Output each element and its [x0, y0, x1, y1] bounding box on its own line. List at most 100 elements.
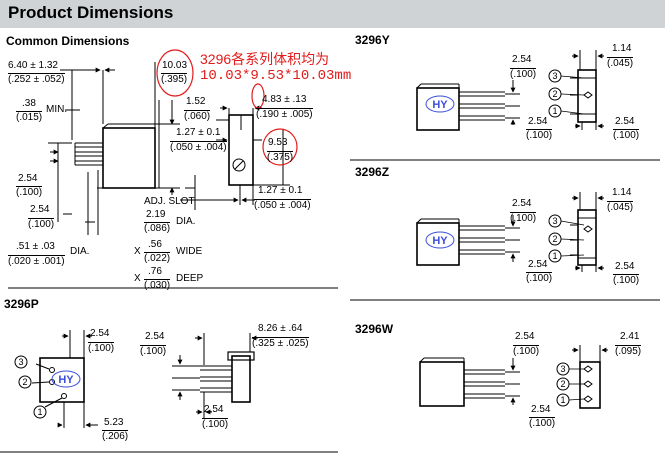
z-dim-3-inch: (.100) [613, 274, 640, 286]
header-bar [0, 0, 665, 28]
min-label: MIN. [46, 104, 68, 115]
w-dim-1-inch: (.100) [513, 345, 540, 357]
note-line-2: 10.03*9.53*10.03mm [200, 68, 352, 84]
pin-length-value-inch: (.060) [184, 110, 211, 122]
pitch2-value: 2.54 [30, 204, 50, 215]
svg-text:HY: HY [432, 99, 448, 111]
z-dim-2: 2.54 [528, 259, 548, 270]
min-value: .38 [22, 98, 36, 109]
p-dim-2-inch: (.206) [102, 430, 129, 442]
pitch-value: 2.54 [18, 173, 38, 184]
z-dim-1-inch: (.100) [510, 212, 537, 224]
length-value: 6.40 ± 1.32 [8, 60, 58, 71]
note-line-1: 3296各系列体积均为 [200, 51, 330, 67]
p-dim-1: 2.54 [90, 328, 110, 339]
height-value: 10.03 [162, 60, 188, 71]
slot-wide-value: .56 [148, 239, 162, 250]
y-dim-1-inch: (.100) [510, 68, 537, 80]
svg-text:1: 1 [552, 106, 557, 116]
w-title: 3296W [355, 322, 394, 336]
slot-deep-label: DEEP [176, 273, 204, 284]
slot-offset-value-inch: (.050 ± .004) [170, 141, 227, 153]
svg-text:2: 2 [560, 379, 565, 389]
svg-text:3: 3 [18, 357, 23, 367]
body-width-value-inch: (.190 ± .005) [256, 108, 313, 120]
section-dividers [0, 159, 660, 453]
svg-text:1: 1 [560, 395, 565, 405]
z-dim-1: 2.54 [512, 198, 532, 209]
hy-logo: HY HY HY [51, 95, 455, 388]
body-width-value: 4.83 ± .13 [262, 94, 307, 105]
common-dimensions-title: Common Dimensions [6, 34, 130, 48]
slot-dia-label: DIA. [176, 216, 196, 227]
pin-offset-value-inch: (.050 ± .004) [254, 199, 311, 211]
slot-wide-label: WIDE [176, 246, 203, 257]
red-annotations [156, 49, 298, 166]
length-value-inch: (.252 ± .052) [8, 73, 65, 85]
depth-value-inch: (.375) [267, 151, 294, 163]
z-dim-3: 2.54 [615, 261, 635, 272]
svg-text:1: 1 [552, 251, 557, 261]
w-dim-1: 2.54 [515, 331, 535, 342]
z-width-inch: (.045) [607, 201, 634, 213]
p-dim-2: 5.23 [104, 417, 124, 428]
w-dim-2-inch: (.095) [615, 345, 642, 357]
y-dim-3: 2.54 [615, 116, 635, 127]
y-dim-3-inch: (.100) [613, 129, 640, 141]
svg-text:3: 3 [552, 71, 557, 81]
p-figure [31, 330, 258, 428]
common-dimensions-figure [48, 62, 180, 235]
pin-dia-label: DIA. [70, 246, 90, 257]
y-width-inch: (.045) [607, 57, 634, 69]
z-figure [416, 192, 604, 272]
y-figure [416, 50, 604, 131]
z-title: 3296Z [355, 165, 390, 179]
p-title: 3296P [4, 297, 39, 311]
svg-text:HY: HY [432, 235, 448, 247]
pitch2-value-inch: (.100) [28, 218, 55, 230]
side-view [180, 105, 290, 210]
height-value-inch: (.395) [161, 73, 188, 85]
depth-value: 9.53 [268, 137, 288, 148]
p-dim-5-inch: (.100) [202, 418, 229, 430]
min-value-inch: (.015) [16, 111, 43, 123]
svg-text:2: 2 [552, 234, 557, 244]
pitch-value-inch: (.100) [16, 186, 43, 198]
slot-offset-value: 1.27 ± 0.1 [176, 127, 221, 138]
svg-text:1: 1 [37, 407, 42, 417]
pin-length-value: 1.52 [186, 96, 206, 107]
p-dim-1-inch: (.100) [88, 342, 115, 354]
slot-wide-value-inch: (.022) [144, 252, 171, 264]
x-marker-deep: X [134, 273, 141, 284]
pin-leaders [560, 75, 585, 401]
svg-text:HY: HY [58, 374, 74, 386]
y-width: 1.14 [612, 43, 632, 54]
pin-number-markers [14, 69, 570, 419]
pin-number-labels: 3 2 1 3 2 1 3 2 1 3 2 1 [18, 71, 565, 417]
pin-dia-value: .51 ± .03 [16, 241, 55, 252]
p-dim-4-inch: (.325 ± .025) [252, 337, 309, 349]
adj-slot-label: ADJ. SLOT [144, 196, 195, 207]
w-figure [419, 345, 608, 409]
z-width: 1.14 [612, 187, 632, 198]
pin-offset-value: 1.27 ± 0.1 [258, 185, 303, 196]
w-dim-2: 2.41 [620, 331, 640, 342]
p-dim-5: 2.54 [204, 404, 224, 415]
y-dim-1: 2.54 [512, 54, 532, 65]
y-title: 3296Y [355, 33, 390, 47]
z-dim-2-inch: (.100) [526, 272, 553, 284]
svg-text:3: 3 [552, 216, 557, 226]
pin-dia-value-inch: (.020 ± .001) [8, 255, 65, 267]
slot-deep-value-inch: (.030) [144, 279, 171, 291]
svg-text:2: 2 [22, 377, 27, 387]
svg-text:3: 3 [560, 364, 565, 374]
slot-deep-value: .76 [148, 266, 162, 277]
p-dim-3: 2.54 [145, 331, 165, 342]
page-title: Product Dimensions [8, 3, 174, 22]
w-dim-3-inch: (.100) [529, 417, 556, 429]
svg-text:2: 2 [552, 89, 557, 99]
w-dim-3: 2.54 [531, 404, 551, 415]
slot-dia-value-inch: (.086) [144, 222, 171, 234]
p-dim-4: 8.26 ± .64 [258, 323, 303, 334]
